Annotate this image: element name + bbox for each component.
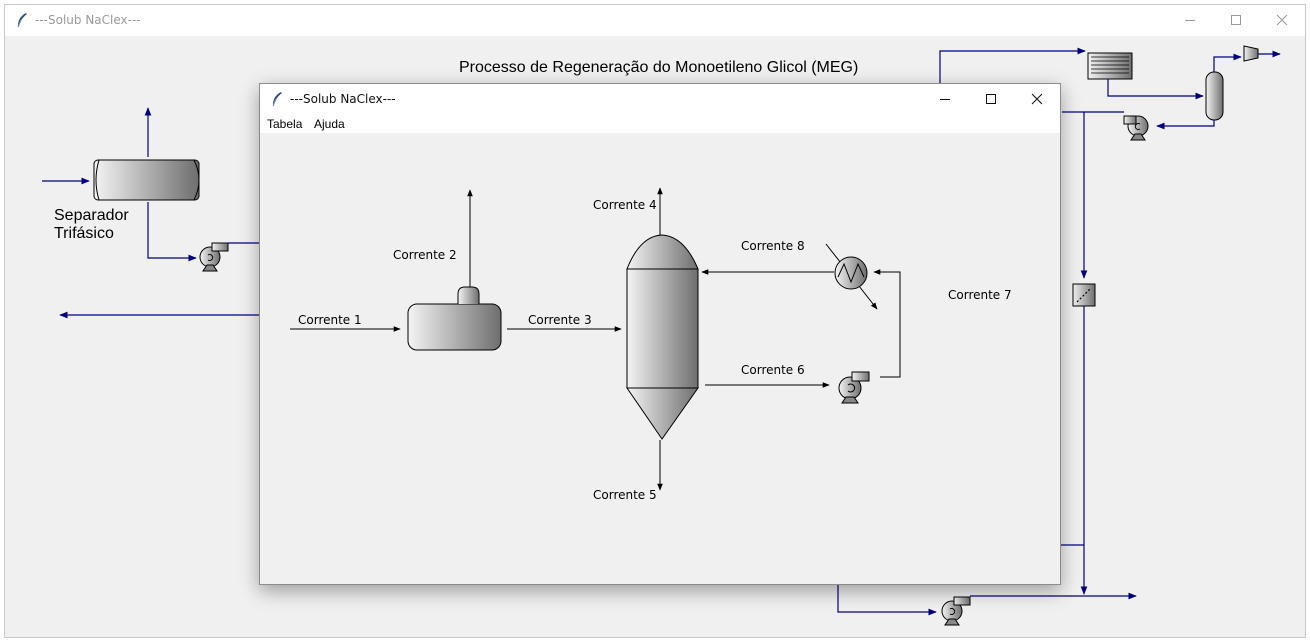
main-maximize-button[interactable]: [1213, 5, 1259, 35]
dialog-title-bar: ---Solub NaClex---: [260, 84, 1060, 114]
valve-icon: [1072, 283, 1096, 307]
menu-tabela[interactable]: Tabela: [267, 117, 303, 131]
feather-icon: [17, 13, 27, 28]
separator-label-2: Trifásico: [54, 225, 114, 242]
main-process-canvas: Processo de Regeneração do Monoetileno G…: [42, 45, 1281, 626]
main-minimize-button[interactable]: [1167, 5, 1213, 35]
pump-icon: [199, 242, 229, 272]
stream-1-label: Corrente 1: [298, 313, 362, 327]
cooler-icon: [1087, 52, 1133, 80]
maximize-icon: [1231, 15, 1241, 25]
separator-label: Separador: [54, 207, 129, 224]
heat-exchanger-icon: [825, 243, 878, 310]
stream-7-label: Corrente 7: [948, 288, 1012, 302]
main-title-bar: ---Solub NaClex---: [5, 5, 1305, 36]
pump-icon: [941, 596, 971, 626]
dialog-window: ---Solub NaClex--- Tabela Ajuda Corrente…: [259, 83, 1061, 585]
close-icon: [1031, 93, 1043, 105]
dialog-window-title: ---Solub NaClex---: [290, 92, 396, 106]
minimize-icon: [1185, 20, 1195, 21]
process-heading: Processo de Regeneração do Monoetileno G…: [459, 59, 858, 76]
maximize-icon: [986, 94, 996, 104]
stream-3-label: Corrente 3: [528, 313, 592, 327]
dialog-menu-bar: Tabela Ajuda: [260, 114, 1060, 133]
stream-5-label: Corrente 5: [593, 488, 657, 502]
stream-4-label: Corrente 4: [593, 198, 657, 212]
main-close-button[interactable]: [1259, 5, 1305, 35]
pump-icon: [1123, 115, 1149, 141]
dialog-maximize-button[interactable]: [968, 84, 1014, 114]
flash-vessel: [407, 286, 502, 351]
stream-2-label: Corrente 2: [393, 248, 457, 262]
three-phase-separator-vessel: [93, 159, 200, 201]
close-icon: [1276, 14, 1288, 26]
column-icon: [626, 234, 699, 440]
menu-ajuda[interactable]: Ajuda: [314, 117, 345, 131]
reflux-drum-vessel: [1205, 71, 1224, 121]
dialog-process-canvas: Corrente 1 Corrente 2 Corrente 3 Corrent…: [290, 187, 1012, 502]
stream-6-label: Corrente 6: [741, 363, 805, 377]
stream-8-label: Corrente 8: [741, 239, 805, 253]
minimize-icon: [940, 99, 950, 100]
pump-icon: [838, 371, 870, 404]
feather-icon: [272, 92, 282, 107]
dialog-close-button[interactable]: [1014, 84, 1060, 114]
dialog-minimize-button[interactable]: [922, 84, 968, 114]
compressor-icon: [1243, 45, 1259, 62]
main-window-title: ---Solub NaClex---: [35, 13, 141, 27]
